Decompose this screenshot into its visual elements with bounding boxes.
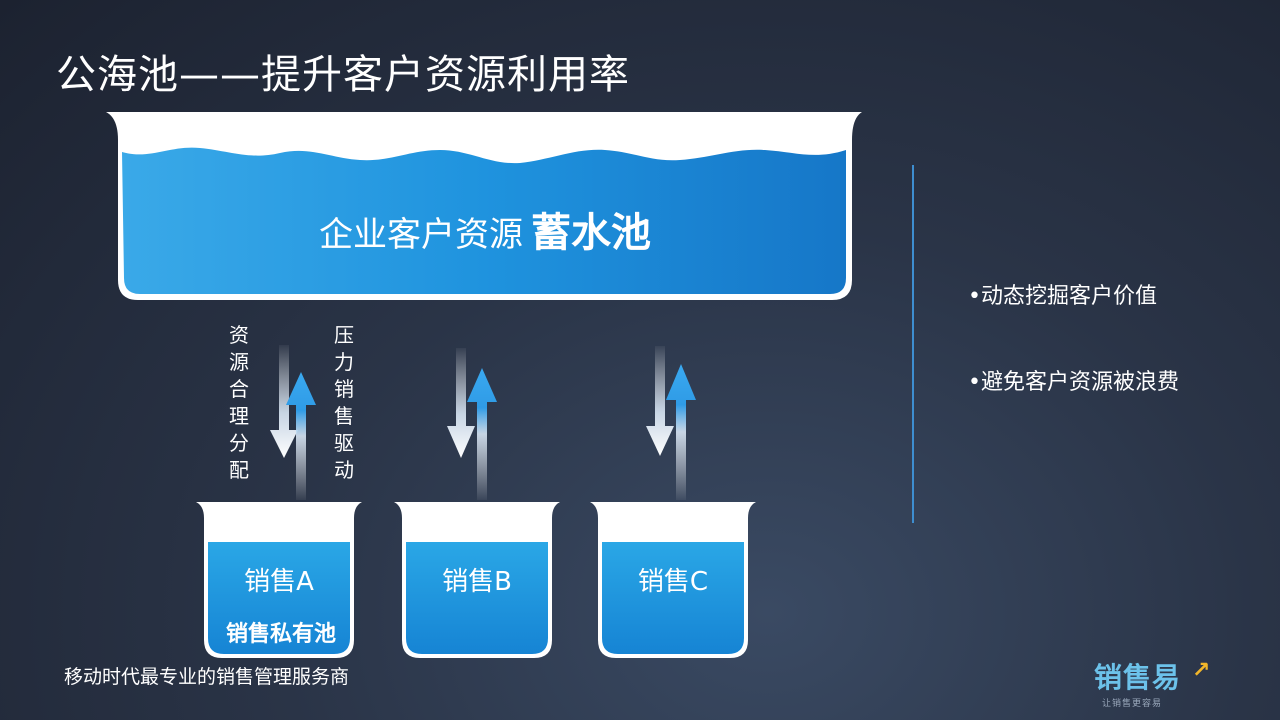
beaker-b-label: 销售B [442,567,512,597]
reservoir-label-text: 企业客户资源 [319,215,523,255]
bullet-item-1: •动态挖掘客户价值 [968,284,1157,309]
bullet-item-2: •避免客户资源被浪费 [968,370,1179,395]
arrow-label-drive: 压力销售驱动 [334,323,354,482]
reservoir-label: 企业客户资源蓄水池 [120,200,850,258]
brand-logo: 销售易 ↗ 让销售更容易 [1094,656,1224,716]
divider-line [912,165,914,523]
beaker-b [394,502,560,658]
beaker-a-label: 销售A [244,567,314,597]
arrow-pair-b [447,348,497,500]
beaker-c [590,502,756,658]
reservoir-label-strong: 蓄水池 [531,210,651,256]
arrow-pair-a [270,345,316,500]
arrow-pair-c [646,346,696,500]
slide-title: 公海池——提升客户资源利用率 [56,52,630,98]
reservoir-tank [106,112,862,300]
arrow-label-allocate: 资源合理分配 [229,323,249,482]
logo-arrow-icon: ↗ [1192,658,1211,683]
beaker-a-sub: 销售私有池 [225,622,336,647]
beaker-c-label: 销售C [637,567,709,597]
beaker-a [196,502,362,658]
logo-tagline: 让销售更容易 [1102,699,1163,709]
footer-slogan: 移动时代最专业的销售管理服务商 [64,666,350,688]
logo-name: 销售易 [1094,661,1182,694]
